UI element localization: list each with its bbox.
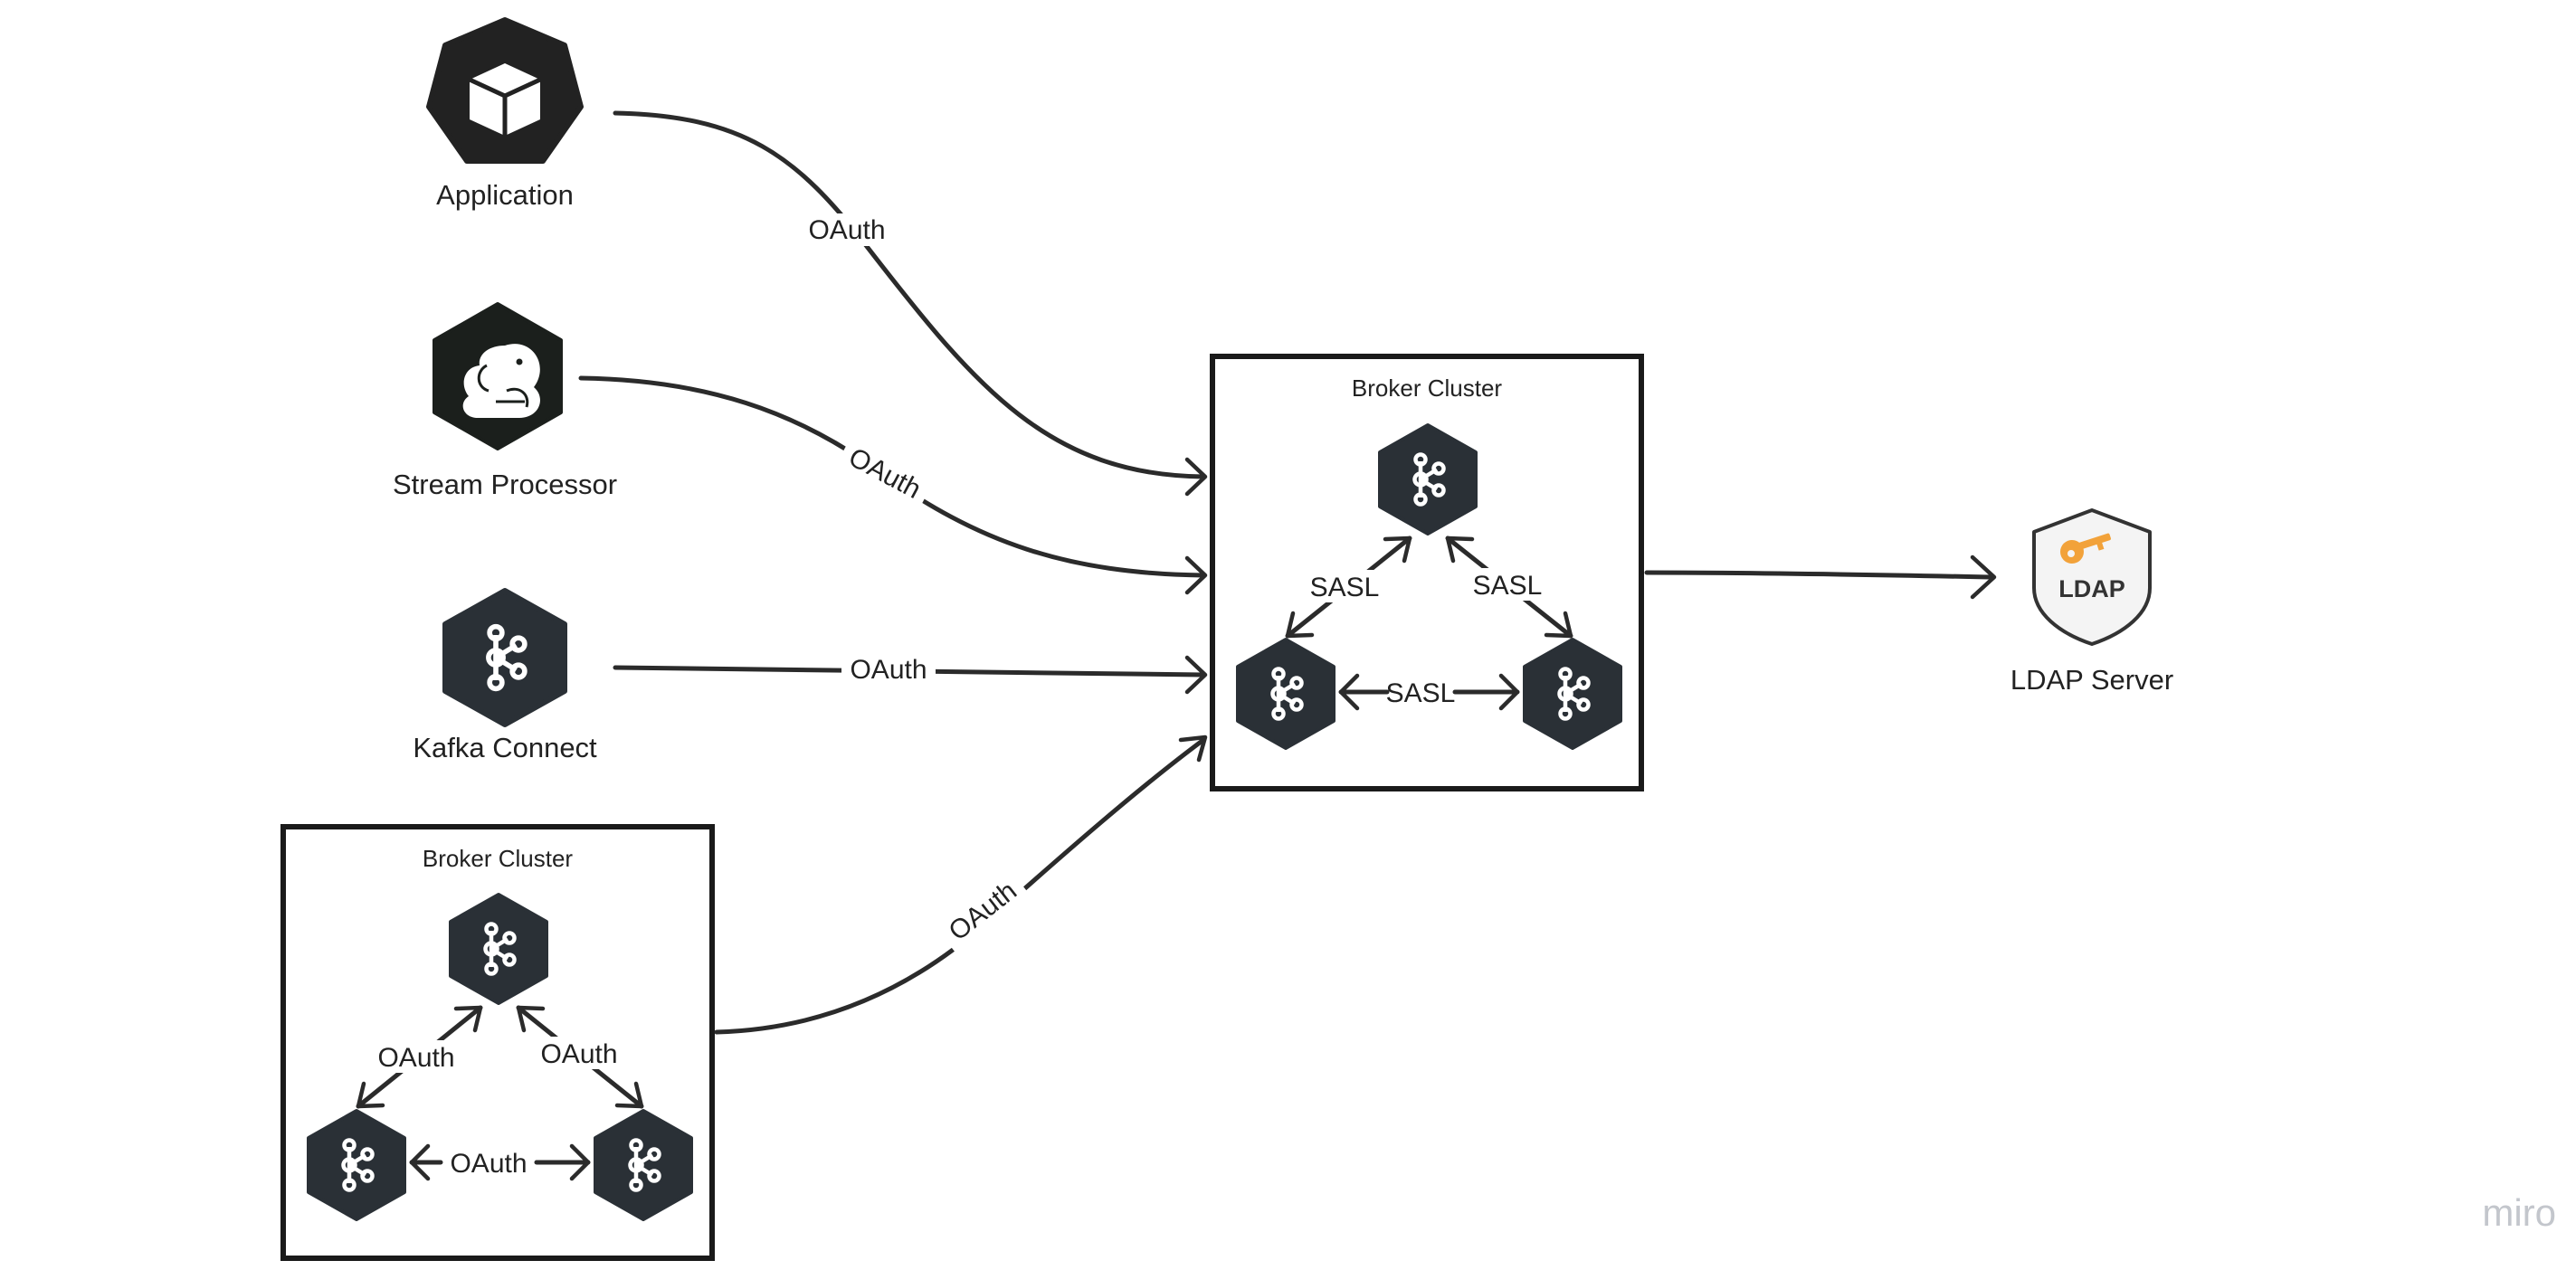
main-link-bottom[interactable]: SASL <box>1338 673 1520 711</box>
secondary-broker-right-node[interactable] <box>594 1109 693 1221</box>
edge-application-label: OAuth <box>808 215 885 245</box>
main-cluster-box[interactable] <box>1210 354 1644 791</box>
ldap-shield-icon: LDAP <box>2032 508 2152 646</box>
secondary-cluster-box[interactable] <box>280 824 715 1261</box>
secondary-link-top-left-label: OAuth <box>377 1043 454 1073</box>
stream-processor-label: Stream Processor <box>393 469 617 500</box>
main-link-top-left-label: SASL <box>1310 573 1380 602</box>
secondary-broker-left-node[interactable] <box>307 1109 406 1221</box>
main-broker-left-node[interactable] <box>1236 638 1336 750</box>
secondary-link-top-right-label: OAuth <box>540 1039 617 1069</box>
secondary-cluster-title: Broker Cluster <box>423 845 573 872</box>
ldap-server-node[interactable]: LDAP LDAP Server <box>2010 508 2173 696</box>
kafka-connect-node[interactable]: Kafka Connect <box>413 588 597 763</box>
main-broker-top-node[interactable] <box>1378 423 1478 535</box>
miro-watermark: miro <box>2482 1191 2556 1234</box>
secondary-link-bottom-label: OAuth <box>450 1149 527 1179</box>
kafka-connect-label: Kafka Connect <box>413 732 597 763</box>
ldap-server-label: LDAP Server <box>2010 664 2173 696</box>
application-label: Application <box>436 179 574 211</box>
application-node[interactable]: Application <box>426 17 584 211</box>
edge-stream-processor-to-cluster[interactable]: OAuth <box>578 375 1208 595</box>
main-cluster-title: Broker Cluster <box>1352 374 1502 402</box>
main-link-top-right[interactable]: SASL <box>1445 535 1573 639</box>
secondary-link-bottom[interactable]: OAuth <box>409 1143 591 1181</box>
edge-kafka-connect-label: OAuth <box>850 655 927 685</box>
ldap-badge-text: LDAP <box>2058 575 2125 602</box>
main-broker-right-node[interactable] <box>1523 638 1622 750</box>
stream-processor-node[interactable]: Stream Processor <box>393 302 617 500</box>
main-link-top-left[interactable]: SASL <box>1285 535 1412 639</box>
edge-application-to-cluster[interactable]: OAuth <box>613 110 1208 497</box>
secondary-broker-top-node[interactable] <box>449 893 548 1005</box>
secondary-link-top-right[interactable]: OAuth <box>516 1005 644 1109</box>
edge-cluster-to-ldap[interactable] <box>1644 554 1997 600</box>
main-link-top-right-label: SASL <box>1473 571 1543 601</box>
cube-icon <box>468 63 542 136</box>
squirrel-icon <box>462 344 540 418</box>
secondary-link-top-left[interactable]: OAuth <box>356 1005 483 1109</box>
edge-secondary-cluster-to-cluster[interactable]: OAuth <box>714 735 1208 1035</box>
main-link-bottom-label: SASL <box>1386 678 1456 708</box>
edge-kafka-connect-to-cluster[interactable]: OAuth <box>613 651 1208 695</box>
